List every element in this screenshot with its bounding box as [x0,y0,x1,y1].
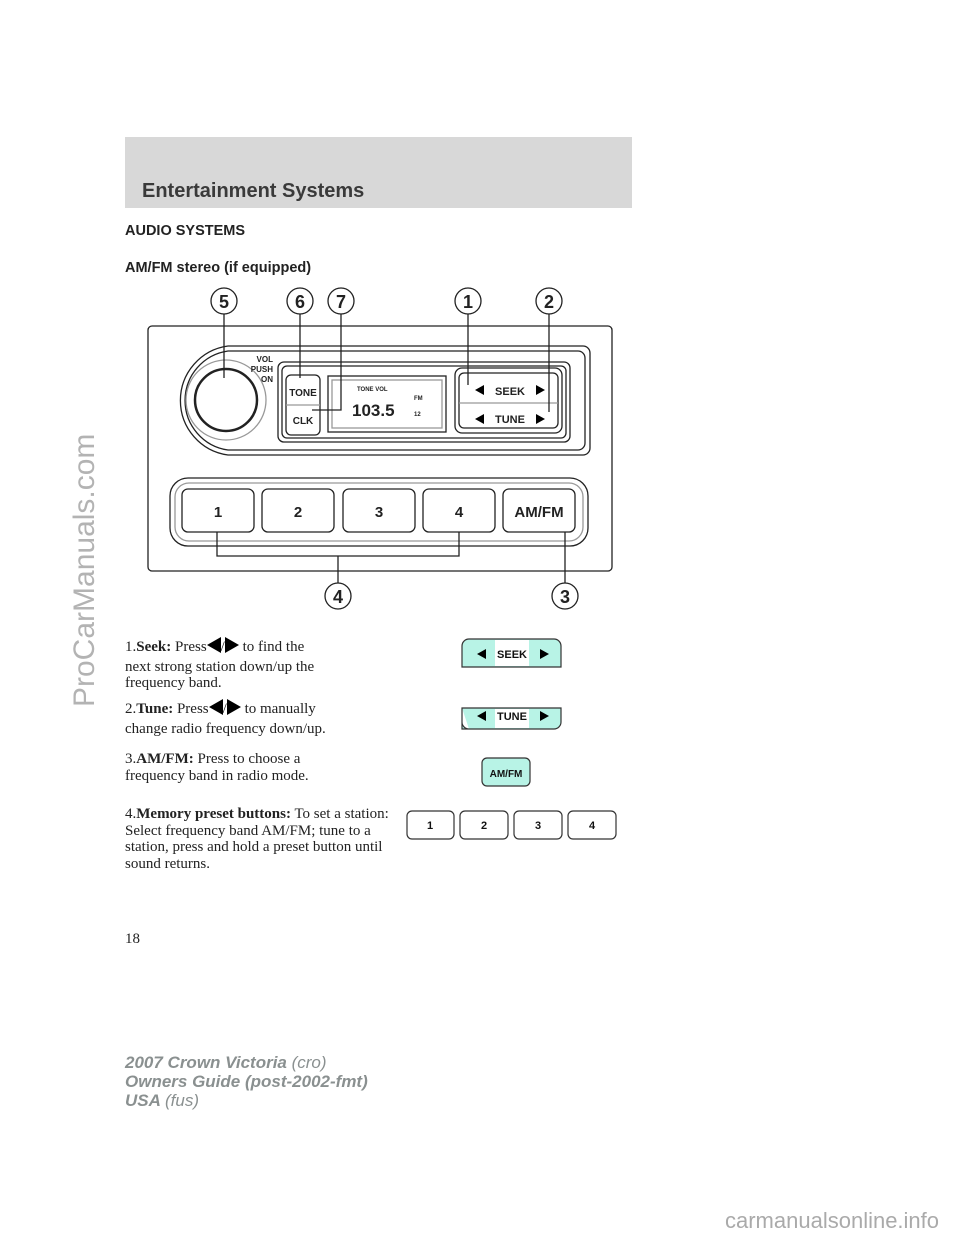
section-header: Entertainment Systems [125,137,632,208]
side-watermark: ProCarManuals.com [68,433,101,707]
amfm-icon-label: AM/FM [490,769,523,780]
preset-icon-4 [567,810,617,840]
amfm-label: AM/FM [514,504,563,521]
item-text: Press to choose a frequency band in radi… [125,751,309,784]
item-presets: 4.Memory preset buttons: To set a statio… [125,806,410,872]
preset-4-label: 4 [455,504,464,521]
push-label: PUSH [251,365,273,374]
radio-diagram: VOL PUSH ON TONE CLK TONE VOL 103.5 FM 1… [147,287,613,610]
control-panel [277,361,571,443]
item-text: Press [176,701,209,717]
left-arrow-icon [206,637,221,653]
vol-label: VOL [257,355,274,364]
seek-tune-housing [454,367,563,434]
right-arrow-icon [226,699,241,715]
item-number: 1. [125,639,137,655]
item-title: Memory preset buttons: [136,806,291,822]
callouts: 5 6 7 1 2 4 3 [210,287,579,610]
item-text: to find the [242,639,305,655]
tune-icon-center [495,709,529,728]
item-text: To set a station: Select frequency band … [125,806,389,872]
upper-panel [179,345,591,456]
slash: / [222,701,227,717]
tune-icon-label: TUNE [497,711,527,723]
preset-2 [261,488,335,533]
callout-lines [216,314,566,583]
item-text: change radio frequency down/up. [125,720,326,737]
upper-panel-inner [184,350,586,451]
item-text: Press [175,639,207,655]
control-panel-inner [281,365,567,439]
callout-4: 4 [333,587,343,607]
item-amfm: 3.AM/FM: Press to choose a frequency ban… [125,751,345,784]
section-title: Entertainment Systems [142,180,365,202]
preset-icon-3 [513,810,563,840]
on-label: ON [261,375,273,384]
footer-market-code: (fus) [165,1091,199,1110]
slash: / [220,639,225,655]
heading-audio-systems: AUDIO SYSTEMS [125,223,246,239]
preset-icon-1 [406,810,455,840]
seek-tune-buttons [458,372,559,429]
preset-strip [169,477,589,547]
right-arrow-icon [224,637,239,653]
item-text: to manually [244,701,316,717]
arrow-icons [477,649,549,721]
preset-3 [342,488,416,533]
item-title: Tune: [136,701,174,717]
item-text: next strong station down/up the frequenc… [125,658,315,692]
item-title: AM/FM: [136,751,194,767]
page-number: 18 [125,931,140,947]
tune-label: TUNE [495,414,525,426]
footer: 2007 Crown Victoria (cro) Owners Guide (… [125,1053,368,1110]
clk-label: CLK [293,416,314,427]
display-frequency: 103.5 [352,401,395,420]
callout-3: 3 [560,587,570,607]
heading-am-fm: AM/FM stereo (if equipped) [125,260,312,276]
item-number: 4. [125,806,137,822]
footer-guide: Owners Guide (post-2002-fmt) [125,1072,368,1091]
preset-icon-label: 4 [589,820,596,832]
arrow-icons [475,385,545,424]
footer-market: USA [125,1091,161,1110]
preset-1 [181,488,255,533]
preset-1-label: 1 [214,504,222,521]
display-band: FM [414,396,423,402]
display-indicators: TONE VOL [357,387,388,393]
preset-2-label: 2 [294,504,302,521]
preset-icon-2 [459,810,509,840]
tone-label: TONE [289,388,317,399]
seek-icon-center [495,640,529,666]
display [327,375,447,433]
item-tune: 2.Tune: Press / to manually change radio f… [125,699,415,737]
footer-code: (cro) [291,1053,327,1072]
preset-icon-label: 1 [427,820,433,832]
knob-ring [185,359,267,441]
bottom-watermark: carmanualsonline.info [725,1208,940,1233]
amfm-icon [481,757,531,787]
button-icons: SEEK TUNE AM/FM 1 2 3 4 [406,638,617,840]
item-number: 3. [125,751,137,767]
callout-1: 1 [463,292,473,312]
callout-7: 7 [336,292,346,312]
item-seek: 1.Seek: Press / to find the next strong st… [125,637,415,692]
callout-5: 5 [219,292,229,312]
left-arrow-icon [208,699,223,715]
preset-3-label: 3 [375,504,383,521]
display-preset: 12 [414,412,421,418]
volume-knob [193,367,259,433]
footer-model: 2007 Crown Victoria [125,1053,287,1072]
callout-2: 2 [544,292,554,312]
seek-icon-label: SEEK [497,649,527,661]
callout-6: 6 [295,292,305,312]
preset-buttons: 1 2 3 4 AM/FM [181,488,576,533]
item-number: 2. [125,701,137,717]
seek-label: SEEK [495,386,525,398]
amfm-button [502,488,576,533]
display-inner [331,379,443,429]
preset-icon-label: 2 [481,820,487,832]
preset-icon-label: 3 [535,820,541,832]
preset-strip-inner [174,482,584,542]
item-title: Seek: [136,639,172,655]
